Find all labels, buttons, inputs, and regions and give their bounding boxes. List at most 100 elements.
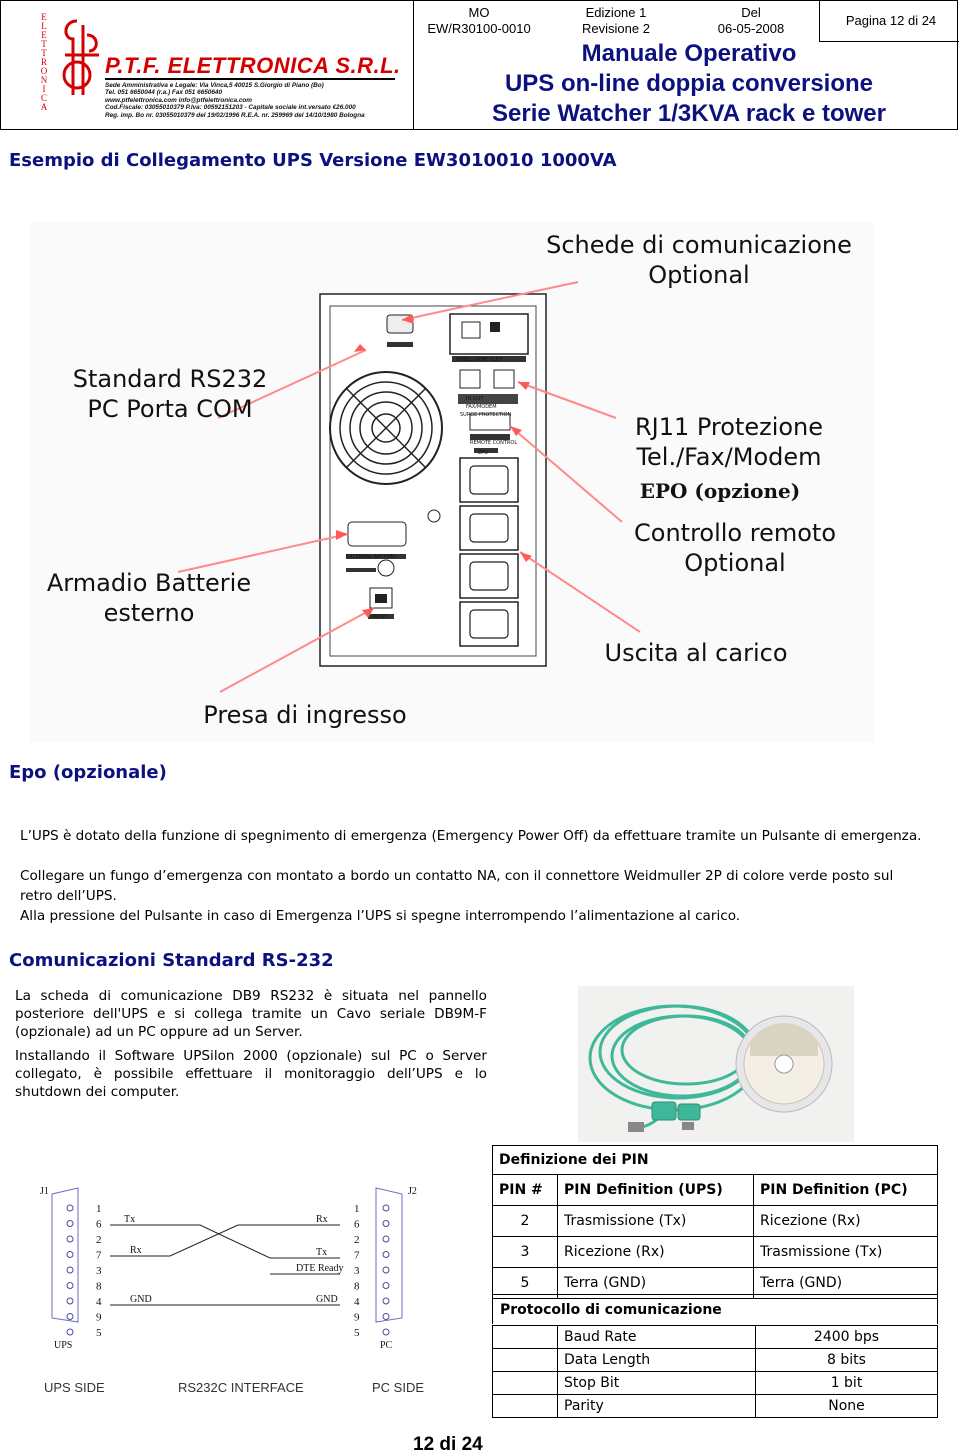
company-info-line: www.ptfelettronica.com info@ptfelettroni…: [105, 96, 252, 104]
panel-label-in-out: IN OUT: [466, 396, 484, 402]
pin-number-label: 3: [96, 1265, 102, 1277]
ups-connector-label: UPS: [54, 1340, 72, 1351]
protocol-value: 8 bits: [755, 1348, 938, 1372]
wire-tx-left: Tx: [124, 1214, 135, 1225]
pin-table-header-ups: PIN Definition (UPS): [557, 1174, 754, 1206]
rs232-paragraph-2: Installando il Software UPSilon 2000 (op…: [15, 1048, 487, 1100]
pin-dot: [66, 1220, 74, 1227]
epo-title: Epo (opzionale): [9, 762, 167, 783]
pc-side-label: PC SIDE: [372, 1380, 424, 1395]
table-row: Baud Rate 2400 bps: [492, 1325, 938, 1349]
wire-dte-ready: DTE Ready: [296, 1263, 344, 1274]
wire-tx-right: Tx: [316, 1247, 327, 1258]
company-info: Sede Amministrativa e Legale: Via Vinca,…: [105, 82, 365, 119]
logo-letter: C: [40, 93, 47, 103]
logo-letter: E: [41, 30, 47, 40]
epo-paragraph-2: Collegare un fungo d’emergenza con monta…: [20, 868, 894, 904]
logo-letter: A: [40, 102, 48, 112]
pin-number-label: 6: [354, 1219, 360, 1231]
epo-paragraph-1: L’UPS è dotato della funzione di spegnim…: [20, 828, 922, 844]
company-info-line: Cod.Fiscale: 03055010379 P.Iva: 00592151…: [105, 104, 356, 112]
pin-def-ups: Ricezione (Rx): [557, 1236, 754, 1268]
mo-label: MO: [468, 5, 490, 20]
title-line-2: UPS on-line doppia conversione: [504, 70, 874, 97]
pin-number-label: 4: [354, 1296, 360, 1308]
pin-dot: [382, 1235, 390, 1243]
pin-table-title: Definizione dei PIN: [492, 1145, 938, 1175]
pin-dot: [382, 1282, 390, 1289]
epo-paragraph-3: Alla pressione del Pulsante in caso di E…: [20, 908, 741, 924]
rs232c-interface-label: RS232C INTERFACE: [178, 1380, 304, 1395]
pin-number-label: 7: [354, 1250, 360, 1262]
pin-dot: [66, 1328, 74, 1336]
callout-battery: Armadio Batterie esterno: [46, 569, 252, 627]
title-line-3: Serie Watcher 1/3KVA rack e tower: [492, 100, 886, 127]
pin-number-label: 1: [96, 1203, 102, 1215]
pin-dot: [66, 1235, 74, 1243]
panel-label-epo: EPO: [478, 450, 488, 456]
pc-connector-label: PC: [380, 1340, 393, 1351]
doc-date: 06-05-2008: [717, 21, 785, 36]
pin-dot: [66, 1313, 74, 1320]
pin-number: 3: [492, 1236, 558, 1268]
pin-dot: [382, 1204, 390, 1212]
pin-def-ups: Trasmissione (Tx): [557, 1205, 754, 1237]
callout-remote: Controllo remoto Optional: [634, 519, 836, 577]
table-row: 3 Ricezione (Rx) Trasmissione (Tx): [492, 1236, 938, 1268]
page-counter: Pagina 12 di 24: [845, 13, 937, 28]
table-row: 5 Terra (GND) Terra (GND): [492, 1267, 938, 1299]
ups-side-label: UPS SIDE: [44, 1380, 105, 1395]
pin-dot: [382, 1266, 390, 1274]
pin-number-label: 8: [354, 1281, 360, 1293]
pin-number-label: 9: [96, 1312, 102, 1324]
panel-label-surge: SURGE PROTECTION: [460, 412, 512, 418]
pin-number-label: 4: [96, 1296, 102, 1308]
company-info-line: Reg. imp. Bo nr. 03055010379 del 19/02/1…: [105, 111, 365, 119]
pin-def-pc: Terra (GND): [753, 1267, 938, 1299]
pin-number-label: 1: [354, 1203, 360, 1215]
protocol-value: None: [755, 1394, 938, 1418]
pin-dot: [382, 1297, 390, 1305]
protocol-value: 2400 bps: [755, 1325, 938, 1349]
pin-dot: [66, 1297, 74, 1305]
wire-gnd-right: GND: [316, 1294, 338, 1305]
connector-j1-label: J1: [40, 1186, 49, 1197]
company-info-line: Tel. 051 6650044 (r.a.) Fax 051 6650640: [105, 89, 223, 97]
pin-dot: [66, 1266, 74, 1274]
pin-def-ups: Terra (GND): [557, 1267, 754, 1299]
callout-epo: EPO (opzione): [639, 479, 801, 503]
ups-connection-figure: INTELLIGENT SLOT IN OUT FAX/MODEM SURGE …: [30, 222, 874, 742]
logo-letter: I: [42, 84, 46, 94]
pin-definition-table: Definizione dei PIN PIN # PIN Definition…: [492, 1145, 938, 1299]
pin-def-pc: Trasmissione (Tx): [753, 1236, 938, 1268]
pin-number-label: 9: [354, 1312, 360, 1324]
logo-letter: T: [41, 39, 47, 49]
rs232-description: La scheda di comunicazione DB9 RS232 è s…: [15, 987, 487, 1107]
pin-dot: [66, 1251, 74, 1258]
connector-j2-label: J2: [408, 1186, 417, 1197]
table-row: 2 Trasmissione (Tx) Ricezione (Rx): [492, 1205, 938, 1237]
pin-number: 5: [492, 1267, 558, 1299]
callout-optional-cards: Schede di comunicazione Optional: [546, 231, 852, 289]
logo-letter: N: [40, 75, 48, 85]
protocol-table-title: Protocollo di comunicazione: [492, 1294, 938, 1324]
panel-label-ext-battery: EXTERNAL BATTERY: [346, 554, 397, 560]
ptf-logo: [62, 19, 99, 95]
pin-dot: [382, 1220, 390, 1227]
callout-input: Presa di ingresso: [203, 701, 407, 729]
pin-number: 2: [492, 1205, 558, 1237]
protocol-table: Baud Rate 2400 bps Data Length 8 bits St…: [492, 1325, 938, 1418]
pin-dot: [382, 1313, 390, 1320]
serial-cable-photo: [578, 986, 854, 1142]
pin-dot: [66, 1204, 74, 1212]
pin-number-label: 3: [354, 1265, 360, 1277]
wire-gnd-left: GND: [130, 1294, 152, 1305]
protocol-param: Data Length: [557, 1348, 756, 1372]
protocol-value: 1 bit: [755, 1371, 938, 1395]
title-line-1: Manuale Operativo: [581, 40, 797, 67]
panel-label-remote: REMOTE CONTROL: [470, 440, 517, 446]
callout-rj11: RJ11 Protezione Tel./Fax/Modem: [634, 413, 824, 471]
ups-rear-panel-drawing: INTELLIGENT SLOT IN OUT FAX/MODEM SURGE …: [30, 222, 874, 742]
